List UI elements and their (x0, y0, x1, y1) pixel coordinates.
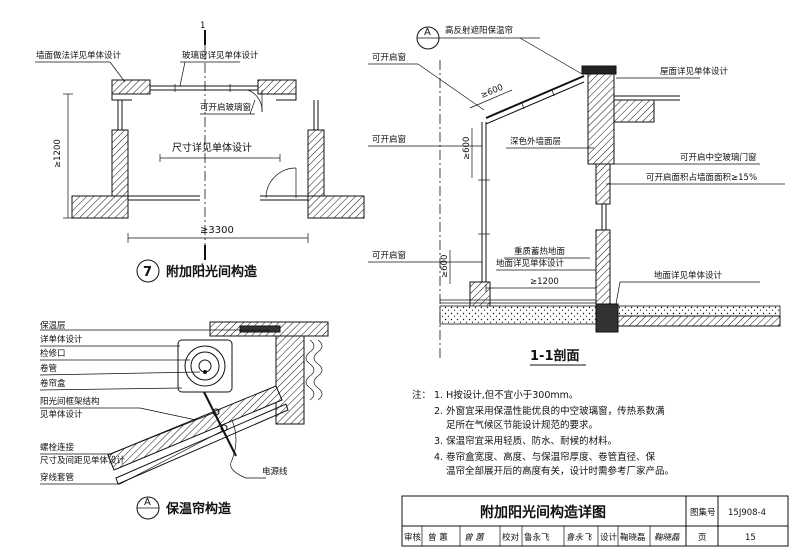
blind-leaders (39, 329, 270, 485)
section-dim-600-slope: ≥600 (479, 83, 504, 101)
note-line-4: 3. 保温帘宜采用轻质、防水、耐候的材料。 (434, 435, 617, 447)
section-title: 1-1剖面 (530, 348, 580, 364)
blind-label-8: 尺寸及间距见单体设计 (40, 455, 126, 466)
blind-label-6: 见单体设计 (40, 409, 83, 420)
blind-label-power: 电源线 (262, 466, 288, 477)
design-signature: 鞠晓磊 (654, 532, 681, 543)
section-dim-1200: ≥1200 (530, 277, 559, 287)
note-line-3: 足所在气候区节能设计规范的要求。 (446, 419, 598, 431)
blind-label-7: 螺栓连接 (40, 442, 75, 453)
blind-title: 保温帘构造 (165, 501, 232, 517)
note-line-1: 1. H按设计,但不宜小于300mm。 (434, 389, 578, 401)
blind-label-1: 详单体设计 (40, 334, 83, 345)
section-label-window-1: 可开启窗 (372, 52, 406, 63)
blind-label-2: 检修口 (40, 348, 66, 359)
plan-section-mark-bottom: 1 (200, 263, 205, 273)
note-line-5: 4. 卷帘盒宽度、高度、与保温帘厚度、卷管直径、保 (434, 451, 656, 463)
plan-dim-width: ≥3300 (200, 225, 234, 236)
section-label-window-3: 可开启窗 (372, 250, 406, 261)
drawing-title: 附加阳光间构造详图 (480, 504, 606, 521)
section-label-hollow-door: 可开启中空玻璃门窗 (680, 152, 757, 163)
plan-label-wall-finish: 墙面做法详见单体设计 (36, 50, 122, 61)
notes-heading: 注： (412, 389, 431, 401)
check-label: 校对 (502, 532, 520, 543)
review-signature: 曾 蕙 (464, 532, 485, 543)
notes-block: 注： 1. H按设计,但不宜小于300mm。 2. 外窗宜采用保温性能优良的中空… (412, 389, 674, 477)
plan-dim-depth: ≥1200 (53, 139, 63, 168)
title-block: 附加阳光间构造详图 图集号 15J908-4 审核 曾 蕙 曾 蕙 校对 鲁永飞… (401, 495, 789, 547)
section-label-dark-wall: 深色外墙面层 (510, 136, 561, 147)
section-label-roof: 屋面详见单体设计 (660, 66, 729, 77)
blind-label-5: 阳光间框架结构 (40, 396, 100, 407)
atlas-no: 15J908-4 (728, 508, 766, 518)
plan-label-openable-glass: 可开启玻璃窗 (200, 102, 251, 113)
section-label-heavy-floor: 重质蓄热地面 (514, 246, 566, 257)
blind-label-3: 卷管 (40, 363, 57, 374)
plan-section-mark-top: 1 (200, 21, 205, 31)
note-line-6: 温帘全部展开后的高度有关，设计时需参考厂家产品。 (446, 465, 674, 477)
section-view: A 高反射遮阳保温帘 ≥600 (368, 25, 785, 366)
design-name: 鞠晓磊 (620, 532, 646, 543)
plan-title: 附加阳光间构造 (166, 264, 258, 280)
plan-marker-number: 7 (143, 265, 152, 280)
check-signature: 鲁永飞 (566, 532, 593, 543)
section-marker-letter: A (424, 27, 431, 38)
atlas-no-label: 图集号 (690, 507, 716, 518)
section-label-floor-design: 地面详见单体设计 (496, 258, 565, 269)
page-number: 15 (745, 533, 756, 543)
design-label: 设计 (600, 532, 618, 543)
blind-label-4: 卷帘盒 (40, 378, 66, 389)
section-label-floor-design-2: 地面详见单体设计 (654, 270, 723, 281)
section-dim-600-vert: ≥600 (462, 137, 472, 160)
plan-view: 1 1 (35, 21, 365, 283)
plan-dims-label: 尺寸详见单体设计 (172, 141, 252, 154)
blind-marker-letter: A (144, 497, 151, 508)
review-name: 曾 蕙 (428, 532, 448, 543)
blind-label-9: 穿线套管 (40, 472, 74, 483)
review-label: 审核 (404, 532, 422, 543)
section-label-open-area: 可开启面积占墙面面积≥15% (646, 172, 757, 183)
section-label-window-2: 可开启窗 (372, 134, 406, 145)
blind-label-0: 保温层 (40, 320, 66, 331)
check-name: 鲁永飞 (524, 532, 550, 543)
note-line-2: 2. 外窗宜采用保温性能优良的中空玻璃窗，传热系数满 (434, 405, 665, 417)
plan-label-glass-window: 玻璃窗详见单体设计 (182, 50, 259, 61)
section-dim-600-low: ≥600 (440, 255, 450, 278)
section-label-reflective-blind: 高反射遮阳保温帘 (445, 25, 513, 36)
page-label: 页 (698, 533, 707, 543)
blind-detail-view: 电源线 保温层 详单体设计 检修口 卷管 卷帘盒 阳光间框架结构 见单体设计 螺… (39, 320, 329, 520)
